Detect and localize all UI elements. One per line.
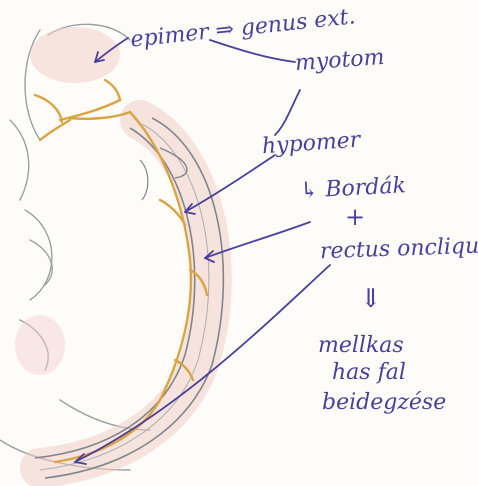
label-bordak: ↳ Bordák xyxy=(299,175,406,203)
epimer-region xyxy=(30,27,120,83)
label-plus: + xyxy=(345,205,365,229)
down-arrow-icon: ⇓ xyxy=(360,286,382,312)
label-rectus: rectus oncliquus xyxy=(320,235,478,263)
pencil-outlines xyxy=(0,24,150,470)
hypomer-left-region xyxy=(15,315,65,375)
label-mellkas: mellkas xyxy=(318,335,404,357)
hypomer-band xyxy=(35,118,223,478)
label-has-fal: has fal xyxy=(332,362,406,384)
label-beidegzese: beidegzése xyxy=(322,392,446,414)
